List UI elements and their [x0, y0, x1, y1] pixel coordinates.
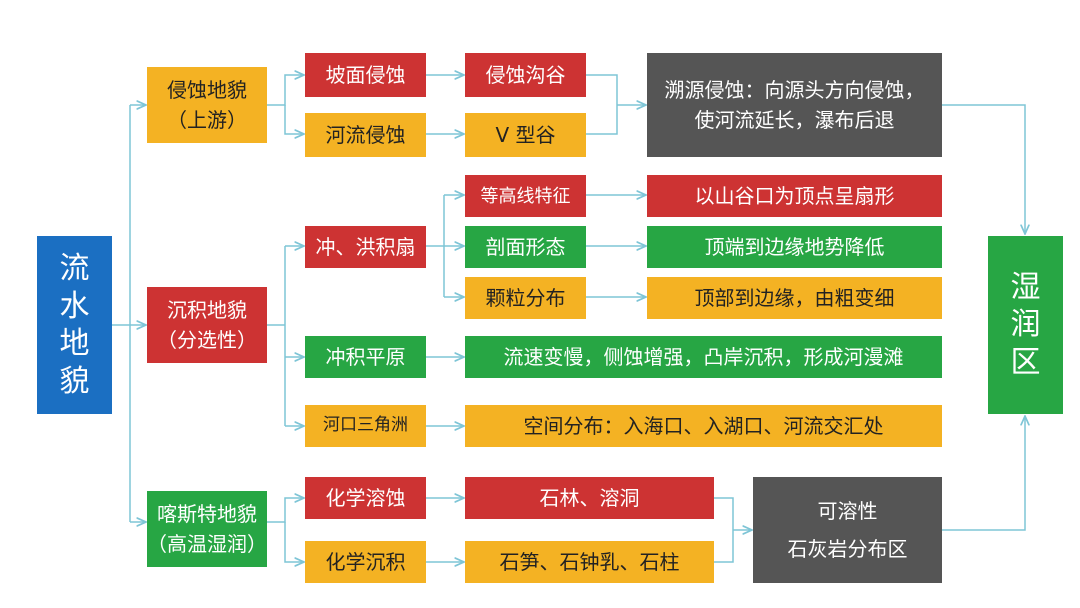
node-grain-size: 顶部到边缘，由粗变细 — [647, 277, 942, 319]
erosion-label: 侵蚀地貌 — [167, 78, 247, 102]
humid-char: 湿 — [1010, 269, 1041, 305]
humid-char: 润 — [1010, 307, 1041, 343]
node-contour-feature: 等高线特征 — [465, 175, 586, 217]
erosion-sublabel: （上游） — [167, 108, 247, 132]
root-node-fluvial-landforms: 流 水 地 貌 — [37, 236, 112, 414]
node-profile-form: 剖面形态 — [465, 226, 586, 268]
headward-line1: 溯源侵蚀：向源头方向侵蚀， — [664, 78, 925, 102]
karst-label: 喀斯特地貌 — [157, 502, 257, 526]
node-delta-description: 空间分布：入海口、入湖口、河流交汇处 — [465, 405, 942, 447]
node-plain-description: 流速变慢，侧蚀增强，凸岸沉积，形成河漫滩 — [465, 336, 942, 378]
node-terrain-descend: 顶端到边缘地势降低 — [647, 226, 942, 268]
node-chemical-deposition: 化学沉积 — [305, 541, 426, 583]
node-headward-erosion: 溯源侵蚀：向源头方向侵蚀， 使河流延长，瀑布后退 — [647, 53, 942, 157]
soluble-line1: 可溶性 — [817, 499, 878, 523]
node-karst-landform: 喀斯特地貌 （高温湿润） — [147, 491, 267, 567]
node-alluvial-fan: 冲、洪积扇 — [305, 226, 426, 268]
soluble-line2: 石灰岩分布区 — [787, 537, 908, 561]
node-fan-shape: 以山谷口为顶点呈扇形 — [647, 175, 942, 217]
karst-sublabel: （高温湿润） — [147, 532, 267, 556]
root-char: 地 — [59, 326, 90, 361]
node-erosion-landform: 侵蚀地貌 （上游） — [147, 67, 267, 143]
headward-line2: 使河流延长，瀑布后退 — [694, 108, 895, 132]
sediment-sublabel: （分选性） — [157, 328, 257, 352]
node-particle-distribution: 颗粒分布 — [465, 277, 586, 319]
humid-char: 区 — [1010, 344, 1041, 380]
node-river-delta: 河口三角洲 — [305, 405, 426, 447]
node-sediment-landform: 沉积地貌 （分选性） — [147, 287, 267, 363]
node-stalagmite-stalactite: 石笋、石钟乳、石柱 — [465, 541, 714, 583]
root-char: 流 — [59, 251, 90, 286]
node-stone-forest-cave: 石林、溶洞 — [465, 477, 714, 519]
node-soluble-limestone: 可溶性 石灰岩分布区 — [753, 477, 942, 583]
node-river-erosion: 河流侵蚀 — [305, 113, 426, 157]
node-alluvial-plain: 冲积平原 — [305, 336, 426, 378]
root-char: 水 — [59, 288, 90, 324]
sediment-label: 沉积地貌 — [167, 298, 247, 322]
node-v-valley: V 型谷 — [465, 113, 586, 157]
node-slope-erosion: 坡面侵蚀 — [305, 53, 426, 97]
node-erosion-gully: 侵蚀沟谷 — [465, 53, 586, 97]
node-chemical-dissolution: 化学溶蚀 — [305, 477, 426, 519]
node-humid-region: 湿 润 区 — [988, 236, 1063, 414]
root-char: 貌 — [59, 363, 90, 399]
